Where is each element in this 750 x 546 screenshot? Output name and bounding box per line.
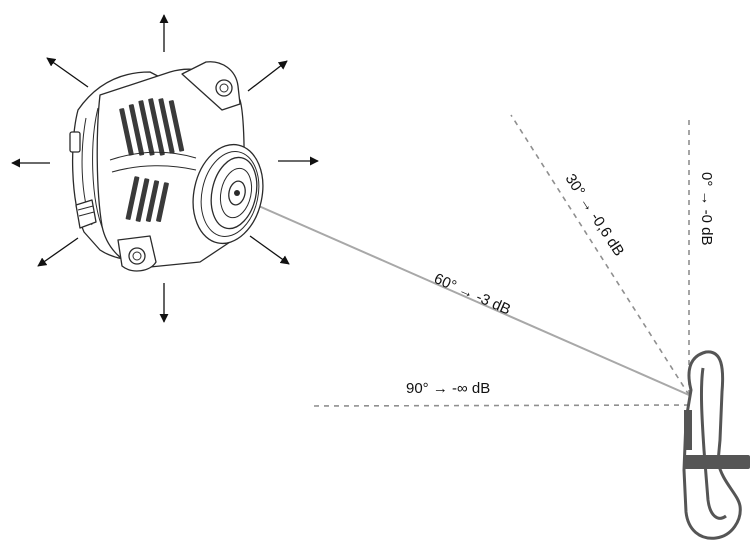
arrow-icon <box>249 235 290 265</box>
ray-60-deg <box>235 195 690 396</box>
label-angle-30: 30° → -0,6 dB <box>562 171 628 259</box>
alternator-icon <box>69 61 264 272</box>
mic-clip <box>684 455 750 469</box>
microphone-icon <box>682 350 750 540</box>
label-angle-0: 0° → -0 dB <box>698 172 715 246</box>
label-angle-60: 60° → -3 dB <box>431 270 513 318</box>
arrow-icon <box>247 60 288 92</box>
ray-90-deg <box>311 404 690 407</box>
angle-rays <box>235 114 690 407</box>
label-angle-90: 90° → -∞ dB <box>406 380 490 397</box>
angle-labels: 0° → -0 dB 30° → -0,6 dB 60° → -3 dB 90°… <box>406 171 715 397</box>
ray-30-deg <box>510 114 690 396</box>
emission-arrows <box>11 14 319 323</box>
arrow-icon <box>46 57 89 88</box>
arrow-icon <box>37 237 79 267</box>
